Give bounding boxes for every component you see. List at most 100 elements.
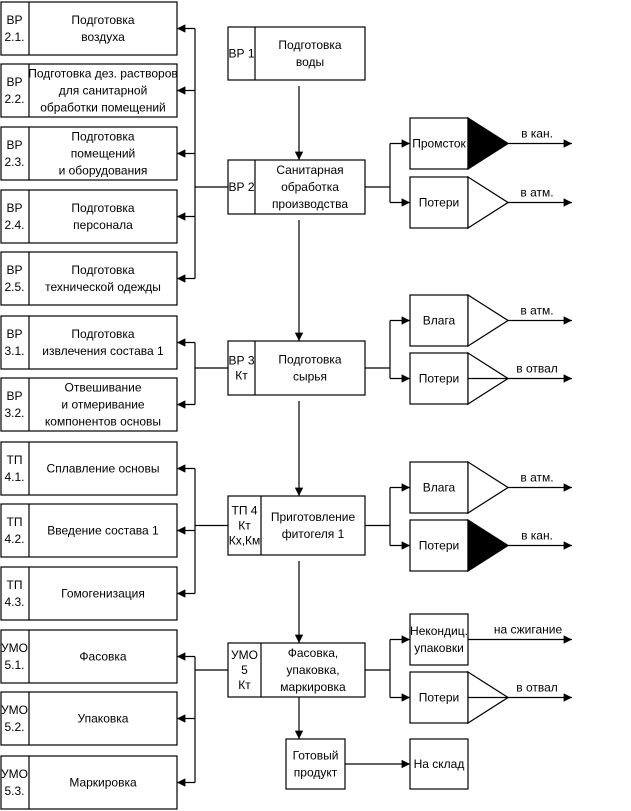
main-step-label-line: Санитарная	[276, 163, 343, 177]
sub-process-box	[0, 315, 178, 370]
sub-process-label-line: Упаковка	[78, 712, 129, 726]
main-step-label-line: фитогеля 1	[282, 527, 345, 541]
output-box	[409, 519, 469, 572]
output-label-line: Потери	[419, 691, 459, 705]
output-box	[409, 117, 469, 170]
main-step-code-line: ВР 3	[228, 354, 254, 368]
output-label-line: упаковки	[414, 641, 464, 655]
main-step-code-line: ТП 4	[232, 504, 258, 518]
sub-process-label-line: и отмеривание	[61, 398, 144, 412]
sub-process-label-line: Подготовка	[71, 327, 134, 341]
sub-process-label: Маркировка	[69, 776, 137, 790]
sub-process-label: Фасовка	[79, 650, 126, 664]
sub-process-box	[0, 629, 178, 684]
sub-process-code-line: ВР	[6, 138, 22, 152]
main-step-code-line: ВР 2	[228, 180, 254, 194]
sub-process-code-line: 4.1.	[4, 470, 24, 484]
sub-process-label-line: извлечения состава 1	[42, 344, 164, 358]
sub-process-code-line: 4.2.	[4, 532, 24, 546]
output-label-line: Потери	[419, 196, 459, 210]
output-label: Влага	[423, 314, 456, 328]
main-step-code-line: УМО	[231, 648, 258, 662]
output-label: Влага	[423, 481, 456, 495]
sub-process-box	[0, 126, 178, 181]
destination-label: в атм.	[520, 186, 553, 200]
sub-process-label-line: технической одежды	[45, 280, 161, 294]
output-label: Промсток	[412, 137, 466, 151]
sub-process-label-line: Подготовка	[71, 130, 134, 144]
sub-process-code-line: 3.2.	[4, 406, 24, 420]
output-label: Некондиц.упаковки	[410, 624, 468, 655]
sub-process-code-line: ТП	[7, 578, 23, 592]
sub-process-label-line: Сплавление основы	[47, 462, 160, 476]
sub-process-code-line: 4.3.	[4, 595, 24, 609]
sub-process-box	[0, 189, 178, 244]
sub-process-label-line: компонентов основы	[45, 415, 161, 429]
sub-process-code-line: 5.3.	[4, 784, 24, 798]
destination-label: на сжигание	[494, 623, 563, 637]
sub-process-label-line: обработки помещений	[40, 101, 166, 115]
storage-label-line: На склад	[414, 757, 465, 771]
destination-label: в атм.	[520, 471, 553, 485]
storage-box	[409, 738, 469, 790]
sub-process-code-line: 5.2.	[4, 720, 24, 734]
sub-process-code: ТП 4.3.	[4, 578, 24, 609]
sub-process-code-line: УМО	[1, 767, 28, 781]
sub-process-code-line: 2.3.	[4, 155, 24, 169]
destination-label: в атм.	[520, 304, 553, 318]
sub-process-code-line: 2.2.	[4, 92, 24, 106]
sub-process-label-line: Подготовка	[71, 263, 134, 277]
output-box	[409, 352, 469, 405]
destination-label: в отвал	[516, 681, 558, 695]
sub-process-box	[0, 251, 178, 306]
sub-process-label-line: Подготовка	[71, 201, 134, 215]
sub-process-label: Упаковка	[78, 712, 129, 726]
sub-process-label-line: Отвешивание	[65, 381, 142, 395]
output-label: Потери	[419, 691, 459, 705]
open-triangle-icon	[467, 293, 510, 348]
main-step-label-line: производства	[272, 197, 348, 211]
open-triangle-icon	[467, 460, 510, 515]
sub-process-box	[0, 441, 178, 496]
sub-process-box	[0, 691, 178, 746]
sub-process-label: Введение состава 1	[47, 524, 159, 538]
output-label-line: Потери	[419, 539, 459, 553]
main-step-label-line: Подготовка	[278, 353, 341, 367]
destination-label: в кан.	[521, 127, 553, 141]
output-label: Потери	[419, 539, 459, 553]
sub-process-label-line: Подготовка дез. растворов	[28, 67, 178, 81]
sub-process-code-line: ВР	[6, 389, 22, 403]
main-step-code: ВР 1	[228, 47, 254, 61]
sub-process-code-line: 2.1.	[4, 30, 24, 44]
sub-process-label: Сплавление основы	[47, 462, 160, 476]
sub-process-label-line: помещений	[71, 147, 136, 161]
main-step-label-line: Подготовка	[278, 38, 341, 52]
sub-process-code-line: 3.1.	[4, 344, 24, 358]
main-step-code-line: ВР 1	[228, 47, 254, 61]
sub-process-code-line: ВР	[6, 263, 22, 277]
main-step-box	[227, 642, 366, 698]
sub-process-label-line: Подготовка	[71, 13, 134, 27]
sub-process-code-line: ТП	[7, 515, 23, 529]
main-step-label-line: маркировка	[280, 680, 346, 694]
output-box	[409, 176, 469, 229]
destination-label: в кан.	[521, 529, 553, 543]
sub-process-box	[0, 377, 178, 432]
sub-process-code: ВР 3.2.	[4, 389, 24, 420]
main-step-code-line: Кх,Км	[229, 534, 261, 548]
